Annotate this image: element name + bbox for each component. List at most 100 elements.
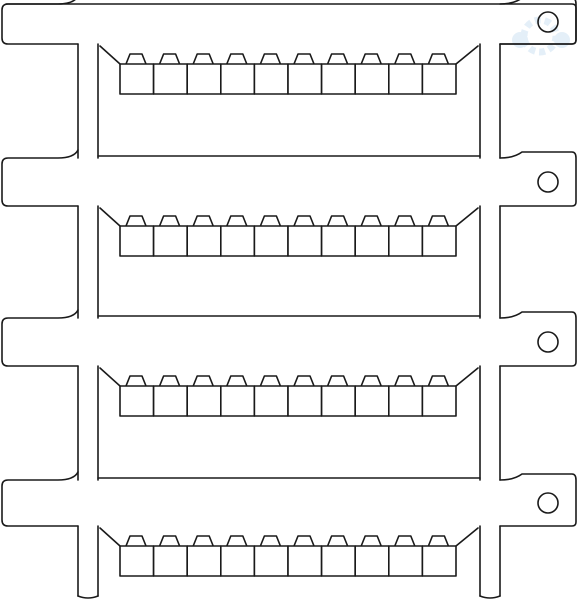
marker-tooth [394,53,416,65]
bar-right-tab [499,473,577,527]
marker-row [99,207,479,257]
marker-tag [387,385,424,417]
marker-tooth [125,215,147,227]
marker-tag [152,225,189,257]
row-left-connector [99,45,121,65]
marker-tag [421,63,457,95]
marker-tag [152,63,189,95]
marker-tag [387,225,424,257]
marker-tag [119,545,155,577]
row-right-connector [455,367,479,387]
marker-tag [220,385,256,417]
marker-tooth [326,375,349,387]
marker-tag [119,225,155,257]
marker-tooth [158,53,181,65]
marker-tooth [226,215,248,227]
mounting-hole [537,171,559,193]
marker-tag [287,385,323,417]
marker-tag [253,385,289,417]
marker-tooth [259,535,282,547]
marker-tooth [427,53,450,65]
marker-tag [320,385,357,417]
cross-bar [1,471,577,527]
marker-tooth [125,53,147,65]
marker-tag [287,225,323,257]
marker-tag [253,545,289,577]
row-left-connector [99,527,121,547]
marker-tooth [293,53,315,65]
marker-tooth [259,375,282,387]
marker-tag [354,225,390,257]
bar-right-tab [499,311,577,367]
marker-tooth [226,53,248,65]
marker-tooth [360,215,382,227]
marker-tooth [394,215,416,227]
mounting-hole [537,331,559,353]
row-left-connector [99,207,121,227]
row-left-connector [99,367,121,387]
marker-tooth [259,53,282,65]
marker-tooth [394,535,416,547]
marker-tooth [326,215,349,227]
marker-tag [354,385,390,417]
marker-tooth [293,535,315,547]
marker-tag [354,545,390,577]
cross-bar [1,309,577,367]
row-right-connector [455,527,479,547]
marker-tooth [125,375,147,387]
left-leg-end [77,595,99,599]
marker-tag [320,225,357,257]
marker-tooth [326,535,349,547]
row-right-connector [455,45,479,65]
marker-tooth [427,375,450,387]
marker-tooth [226,375,248,387]
cross-bar [1,149,577,207]
marker-tag [320,63,357,95]
marker-tag [387,63,424,95]
marker-tooth [125,535,147,547]
marker-tag [287,63,323,95]
marker-tooth [158,535,181,547]
marker-tag [186,225,222,257]
marker-tag [387,545,424,577]
marker-tooth [158,375,181,387]
marker-row [99,367,479,417]
marker-tag [152,545,189,577]
cross-bar [1,0,577,45]
marker-rows [99,45,479,577]
marker-tooth [394,375,416,387]
bar-left-tab [1,149,79,207]
marker-tooth [360,375,382,387]
mounting-hole [537,492,559,514]
marker-tooth [192,215,214,227]
marker-tag [320,545,357,577]
mounting-hole [537,11,559,33]
marker-tag [354,63,390,95]
right-leg-end [479,595,501,599]
bar-right-tab [499,151,577,207]
marker-tag [421,225,457,257]
marker-row [99,527,479,577]
marker-tag [186,545,222,577]
marker-tooth [192,375,214,387]
marker-tooth [293,375,315,387]
marker-row [99,45,479,95]
marker-tag [119,63,155,95]
marker-tag [119,385,155,417]
marker-tag [421,385,457,417]
marker-tooth [326,53,349,65]
marker-tag [253,225,289,257]
marker-tooth [360,53,382,65]
bar-left-tab [1,309,79,367]
marker-tag [220,225,256,257]
marker-tag [253,63,289,95]
cloud-gear-watermark-icon [512,16,570,56]
top-bar-edge [5,3,577,45]
marker-tooth [226,535,248,547]
marker-tag [220,545,256,577]
marker-tooth [427,535,450,547]
marker-tooth [427,215,450,227]
marker-tooth [259,215,282,227]
marker-tag [421,545,457,577]
